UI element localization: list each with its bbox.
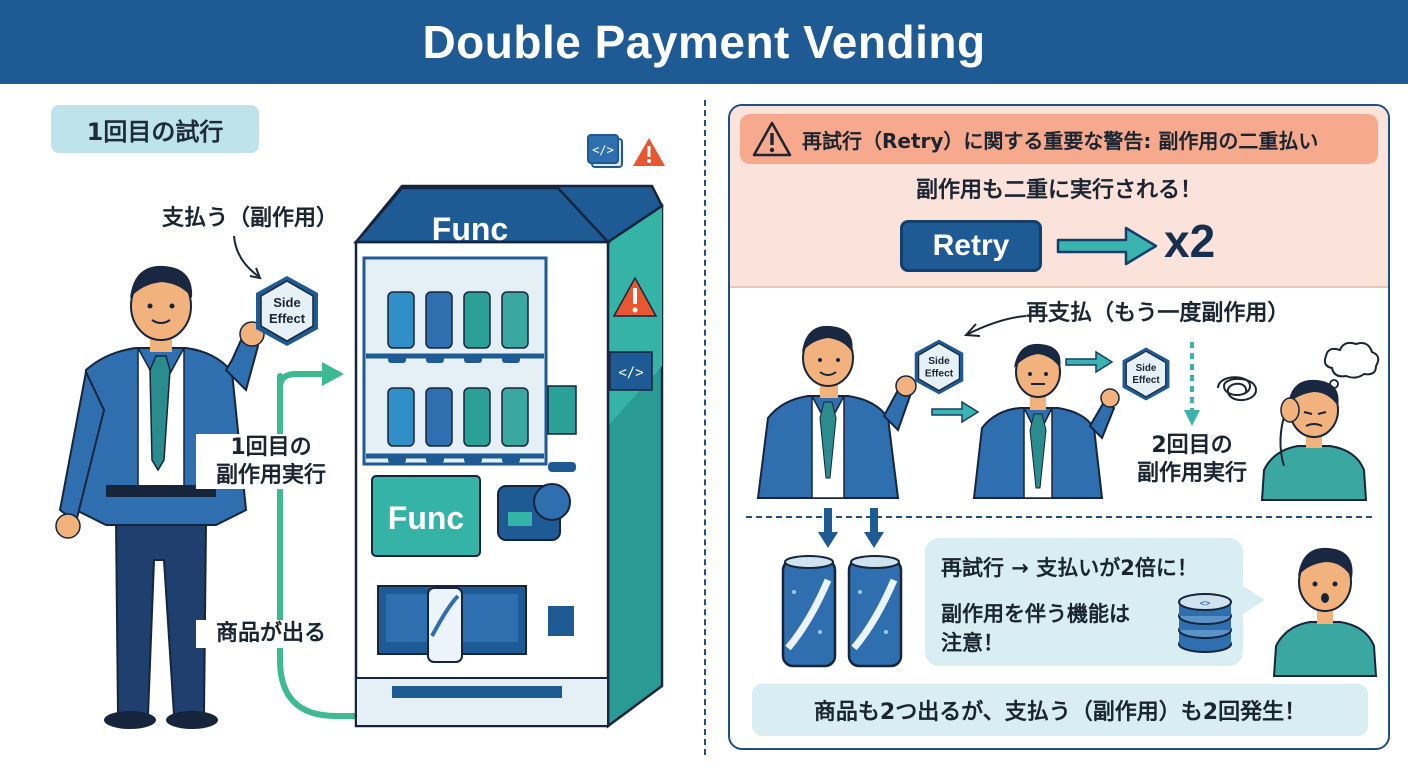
arrow-right-icon-2 — [1065, 350, 1114, 374]
person-icon-left — [55, 265, 265, 729]
arrow-down-icon-dashed — [1184, 342, 1200, 426]
double-exec-subheading: 副作用も二重に実行される！ — [915, 178, 1202, 203]
vending-machine: Func Func </> — [353, 184, 664, 729]
hex-line1-right-1: Side — [928, 356, 950, 367]
page-title: Double Payment Vending — [422, 16, 986, 68]
warning-bubble-tail — [1243, 586, 1265, 614]
title-banner: Double Payment Vending — [0, 0, 1408, 84]
second-exec-line1: 2回目の — [1151, 433, 1233, 458]
multiplier: x2 — [1164, 215, 1216, 267]
first-exec-line2: 副作用実行 — [215, 462, 326, 488]
soda-can-icon-2 — [847, 555, 903, 668]
confusion-scribble-icon — [1217, 376, 1258, 401]
coin-stack-icon: <> — [1178, 593, 1232, 653]
warning-icon — [752, 121, 792, 157]
pay-pointer-arrow — [233, 235, 262, 280]
machine-panel-label: Func — [388, 500, 464, 536]
warning-icon-small — [633, 138, 665, 166]
machine-top-label: Func — [432, 211, 508, 247]
second-exec-label: 2回目の 副作用実行 — [1122, 432, 1262, 487]
retry-warning-panel: 再試行（Retry）に関する重要な警告: 副作用の二重払い 副作用も二重に実行さ… — [728, 104, 1390, 750]
repay-label: 再支払（もう一度副作用） — [1026, 301, 1290, 326]
warning-header: 再試行（Retry）に関する重要な警告: 副作用の二重払い — [740, 114, 1378, 164]
warning-bubble: 再試行 → 支払いが2倍に！ 副作用を伴う機能は 注意！ <> — [925, 538, 1243, 666]
arrow-down-icon-2 — [864, 508, 884, 548]
svg-text:<>: <> — [1200, 599, 1211, 609]
person-icon-right-1 — [756, 325, 917, 499]
person-icon-right-2 — [972, 343, 1120, 499]
hex-line1-right-2: Side — [1136, 363, 1157, 374]
first-attempt-tag-label: 1回目の試行 — [86, 117, 224, 146]
arrow-right-icon-retry — [1056, 226, 1158, 266]
side-effect-token-right-1: Side Effect — [914, 339, 964, 395]
bubble-line2: 副作用を伴う機能は 注意！ — [941, 600, 1130, 659]
summary-banner: 商品も2つ出るが、支払う（副作用）も2回発生！ — [752, 684, 1368, 736]
first-attempt-tag: 1回目の試行 — [51, 105, 259, 153]
svg-text:</>: </> — [592, 143, 614, 157]
soda-can-icon-row2 — [387, 387, 529, 447]
soda-can-icon-1 — [781, 555, 837, 668]
retry-badge: Retry — [900, 220, 1042, 272]
side-effect-token-left: Side Effect — [256, 276, 318, 346]
product-out-label: 商品が出る — [196, 620, 346, 648]
second-exec-line2: 副作用実行 — [1136, 460, 1247, 486]
hex-line1-left: Side — [273, 295, 300, 310]
thought-cloud-icon — [1323, 341, 1380, 397]
arrow-down-icon-1 — [818, 508, 838, 548]
bubble-line2a: 副作用を伴う機能は — [941, 602, 1130, 626]
side-effect-token-right-2: Side Effect — [1122, 347, 1170, 401]
first-exec-label: 1回目の 副作用実行 — [196, 434, 346, 489]
hex-line2-right-2: Effect — [1132, 375, 1160, 386]
arrow-right-icon-1 — [931, 400, 980, 424]
bubble-line1: 再試行 → 支払いが2倍に！ — [941, 556, 1198, 580]
person-icon-surprised — [1272, 547, 1378, 677]
repay-pointer-arrow — [963, 315, 1027, 337]
hex-line2-left: Effect — [269, 311, 306, 326]
svg-text:</>: </> — [618, 365, 643, 381]
pay-label: 支払う（副作用） — [161, 206, 338, 231]
first-exec-line1: 1回目の — [230, 435, 312, 460]
hex-line2-right-1: Effect — [925, 368, 954, 379]
person-icon-worried — [1260, 379, 1368, 501]
center-divider — [704, 100, 706, 755]
warning-title: 再試行（Retry）に関する重要な警告: 副作用の二重払い — [802, 128, 1319, 153]
soda-can-icon-row1 — [387, 291, 529, 349]
code-icon-small: </> — [587, 134, 623, 168]
bubble-line2b: 注意！ — [941, 631, 1004, 656]
section-separator — [746, 516, 1372, 518]
